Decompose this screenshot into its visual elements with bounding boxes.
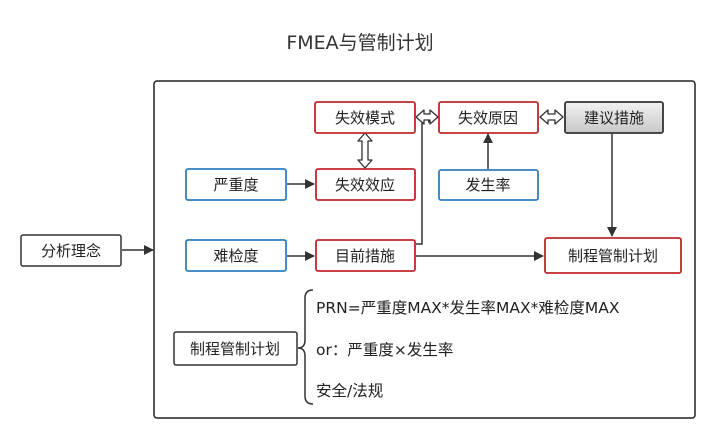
control-plan-label: 制程管制计划 — [568, 247, 658, 265]
failure-cause-label: 失效原因 — [458, 109, 518, 127]
node-severity: 严重度 — [185, 168, 287, 201]
node-detection: 难检度 — [185, 239, 287, 272]
node-recommended-action: 建议措施 — [564, 101, 664, 134]
double-arrow-cause-action — [539, 109, 564, 125]
node-occurrence: 发生率 — [438, 169, 539, 201]
curly-brace — [297, 289, 314, 405]
severity-label: 严重度 — [213, 176, 258, 194]
node-control-plan-left: 制程管制计划 — [173, 331, 298, 366]
node-failure-effect: 失效效应 — [315, 168, 416, 201]
node-current-control: 目前措施 — [315, 239, 416, 272]
double-arrow-mode-cause — [415, 109, 439, 125]
double-arrow-mode-effect — [357, 132, 373, 169]
node-control-plan: 制程管制计划 — [544, 237, 682, 274]
recommended-action-label: 建议措施 — [584, 109, 644, 127]
failure-mode-label: 失效模式 — [335, 109, 395, 127]
note-line-2: or：严重度×发生率 — [316, 341, 453, 359]
control-plan-left-label: 制程管制计划 — [190, 340, 280, 358]
node-failure-mode: 失效模式 — [314, 101, 416, 134]
outer-frame — [153, 80, 696, 419]
node-analysis-concept: 分析理念 — [20, 234, 122, 267]
analysis-concept-label: 分析理念 — [41, 242, 101, 260]
current-control-label: 目前措施 — [335, 247, 395, 265]
node-failure-cause: 失效原因 — [438, 101, 539, 134]
failure-effect-label: 失效效应 — [335, 176, 395, 194]
occurrence-label: 发生率 — [465, 176, 510, 194]
double-arrows — [357, 109, 564, 169]
note-line-3: 安全/法规 — [316, 382, 383, 400]
detection-label: 难检度 — [213, 247, 258, 265]
arrow-control-to-cause — [416, 113, 438, 245]
diagram-title: FMEA与管制计划 — [286, 32, 434, 54]
note-line-1: PRN=严重度MAX*发生率MAX*难检度MAX — [316, 299, 620, 317]
